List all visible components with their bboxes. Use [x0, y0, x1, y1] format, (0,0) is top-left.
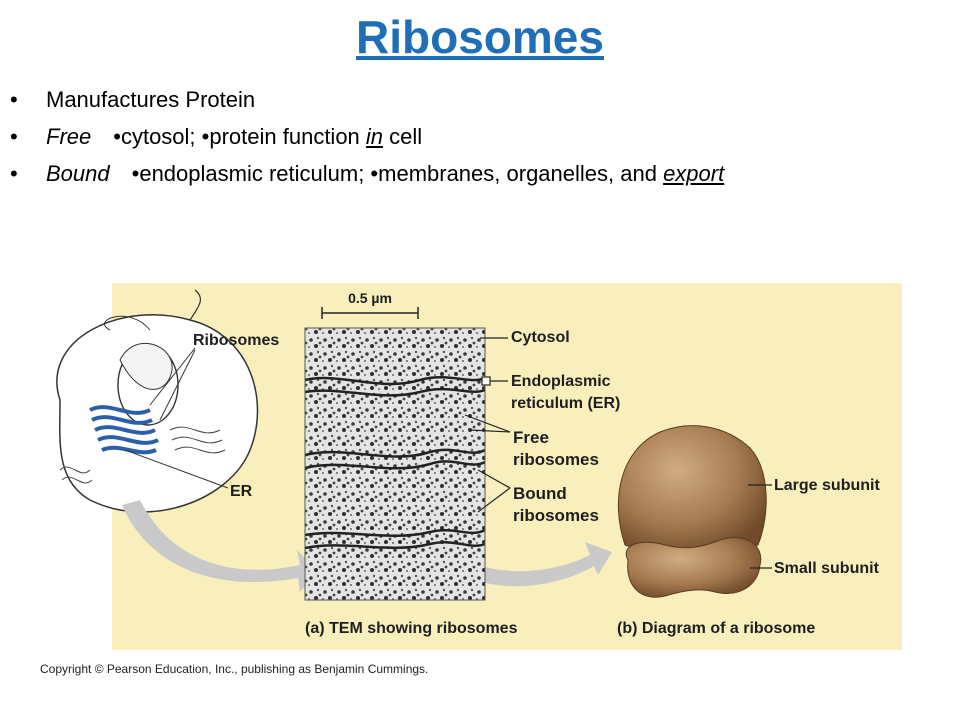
large-subunit-shape — [618, 425, 767, 554]
label-large-subunit: Large subunit — [774, 477, 880, 494]
bullet-emphasis: export — [663, 161, 725, 186]
bullet-marker: • — [10, 161, 18, 186]
figure-background — [112, 283, 902, 650]
label-cytosol: Cytosol — [511, 329, 570, 346]
bullet-text-end: cell — [383, 124, 423, 149]
label-bound: Bound — [513, 484, 567, 503]
arrow-to-diagram — [462, 542, 612, 587]
scale-bar: 0.5 µm — [321, 290, 419, 319]
bullet-text: •endoplasmic reticulum; •membranes, orga… — [131, 161, 664, 186]
bullet-term: Free — [46, 124, 92, 149]
bullet-emphasis: in — [365, 124, 384, 149]
small-subunit-shape — [625, 537, 762, 598]
label-bound-ribosomes: ribosomes — [513, 506, 599, 525]
bullet-marker: • — [10, 87, 18, 112]
bullet-bound: • Bound •endoplasmic reticulum; •membrane… — [10, 160, 830, 188]
tem-leader-lines — [464, 337, 511, 513]
tem-micrograph — [304, 327, 486, 601]
cell-illustration — [56, 289, 259, 513]
label-er: ER — [230, 483, 253, 500]
slide-title: Ribosomes — [356, 11, 604, 63]
arrow-to-tem — [122, 500, 318, 592]
label-endoplasmic: Endoplasmic — [511, 373, 611, 390]
scale-bar-label: 0.5 µm — [348, 290, 392, 306]
ribosome-diagram — [618, 425, 772, 598]
bullet-term: Bound — [46, 161, 110, 186]
caption-b: (b) Diagram of a ribosome — [617, 620, 815, 637]
label-ribosomes: Ribosomes — [193, 332, 279, 349]
bullet-text: •cytosol; •protein function — [113, 124, 366, 149]
label-small-subunit: Small subunit — [774, 560, 880, 577]
er-network — [89, 405, 159, 455]
bullet-free: • Free •cytosol; •protein function in cel… — [10, 123, 830, 151]
label-free: Free — [513, 428, 549, 447]
bullet-text: Manufactures Protein — [46, 87, 256, 112]
caption-a: (a) TEM showing ribosomes — [305, 620, 518, 637]
bullet-manufactures: • Manufactures Protein — [10, 86, 830, 114]
label-reticulum: reticulum (ER) — [511, 395, 620, 412]
label-free-ribosomes: ribosomes — [513, 450, 599, 469]
bullet-list: • Manufactures Protein • Free •cytosol; •… — [10, 86, 830, 197]
bullet-marker: • — [10, 124, 18, 149]
copyright-text: Copyright © Pearson Education, Inc., pub… — [40, 662, 429, 676]
